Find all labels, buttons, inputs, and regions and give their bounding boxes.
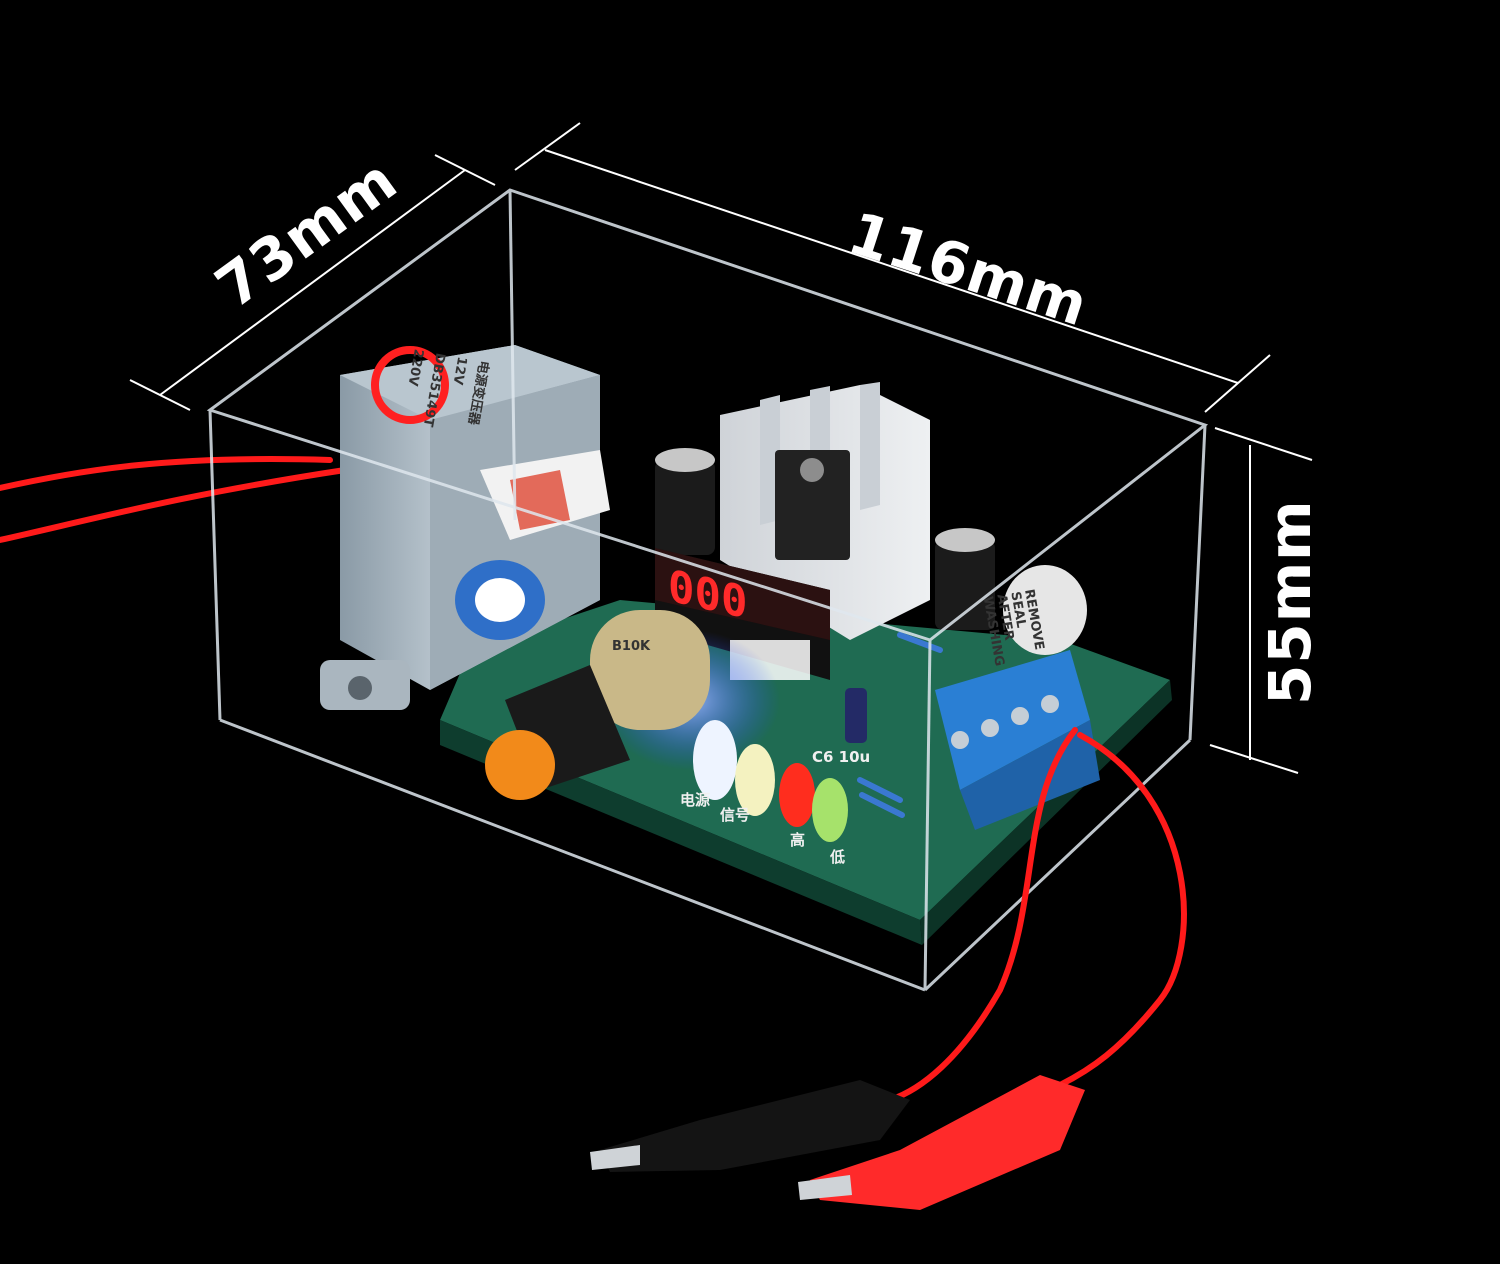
potentiometer-label: B10K [612,639,651,654]
led-label-high: 高 [790,831,805,849]
led-label-low: 低 [829,848,845,866]
capacitors [655,448,995,743]
output-leads [887,727,1187,1103]
dimension-lines [129,122,1313,774]
red-clip [798,1075,1085,1210]
resistors [857,632,943,818]
transformer: 电源变压器 12V DB35149T 220V [320,345,600,710]
black-clip [590,1080,910,1172]
transformer-label-2: 12V [450,355,470,385]
segment-display: 000 [655,548,830,680]
acrylic-case [206,188,1209,992]
buzzer-seal-2: SEAL [1007,591,1028,630]
buzzer: REMOVE SEAL AFTER WASHING [980,565,1087,667]
power-cord [0,456,348,543]
pcb-labels: 电源 信号 高 低 C6 10u [680,748,870,866]
height-label: 55mm [1256,499,1324,705]
transformer-label-4: 220V [405,348,426,387]
capacitor-label: C6 10u [812,748,870,766]
leds [693,720,848,842]
width-label: 116mm [841,199,1097,340]
led-label-power: 电源 [680,791,710,809]
potentiometer: B10K [485,610,710,800]
led-label-signal: 信号 [720,806,750,824]
coil-bobbin [480,450,610,540]
